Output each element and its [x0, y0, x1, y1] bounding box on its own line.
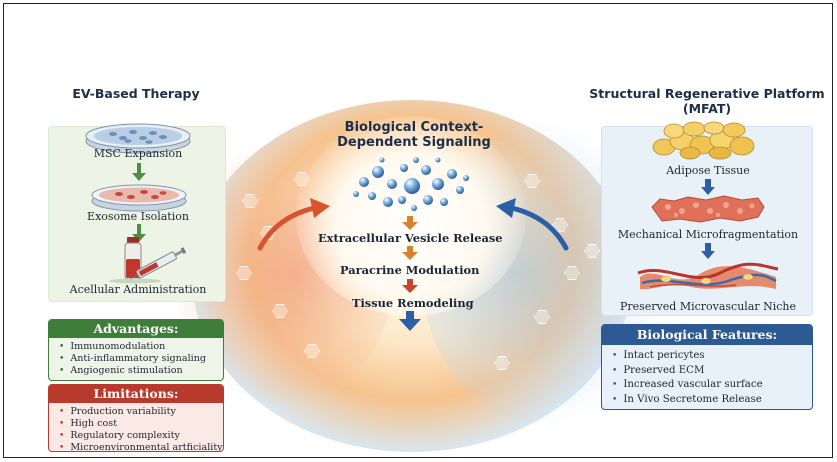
limitation-item: High cost [59, 418, 223, 430]
mfat-title-line2: (MFAT) [682, 101, 732, 116]
diagram-frame: EV-Based Therapy MSC Expansion [3, 3, 833, 458]
ev-workflow-panel: MSC Expansion Exosome Isolation [48, 123, 226, 302]
microvascular-niche-icon [637, 262, 779, 290]
step-acellular-administration: Acellular Administration [69, 283, 207, 296]
advantage-item: Angiogenic stimulation [59, 365, 223, 377]
hexagon-decoration [304, 344, 320, 358]
left-curved-arrow-icon [257, 198, 330, 251]
petri-dish-icon [85, 123, 191, 154]
hexagon-decoration [294, 172, 310, 186]
mfat-workflow-panel: Adipose Tissue Mechanical Microfragmenta… [601, 121, 813, 316]
down-arrow-icon [399, 311, 421, 331]
limitation-item: Regulatory complexity [59, 430, 223, 442]
advantages-box: Advantages: Immunomodulation Anti-inflam… [48, 319, 224, 381]
hexagon-decoration [272, 304, 288, 318]
feature-item: Increased vascular surface [612, 378, 812, 393]
limitation-item: Production variability [59, 406, 223, 418]
biological-features-title: Biological Features: [602, 325, 812, 345]
step-preserved-microvascular-niche: Preserved Microvascular Niche [619, 300, 797, 313]
adipose-tissue-icon [652, 121, 755, 160]
hexagon-decoration [236, 266, 252, 280]
vial-syringe-icon [109, 237, 187, 284]
feature-item: In Vivo Secretome Release [612, 393, 812, 408]
hexagon-decoration [552, 218, 568, 232]
vesicle-cluster-icon [353, 157, 469, 211]
down-arrow-icon [402, 216, 418, 230]
mfat-title-line1: Structural Regenerative Platform [589, 86, 825, 101]
step-exosome-isolation: Exosome Isolation [87, 210, 189, 223]
advantage-item: Anti-inflammatory signaling [59, 353, 223, 365]
feature-item: Intact pericytes [612, 349, 812, 364]
down-arrow-icon [701, 243, 715, 259]
step-mechanical-microfragmentation: Mechanical Microfragmentation [617, 228, 799, 241]
ev-therapy-title: EV-Based Therapy [72, 86, 200, 101]
limitation-item: Microenvironmental artficiality [59, 442, 223, 451]
step-vesicle-release: Extracellular Vesicle Release [318, 231, 503, 245]
down-arrow-icon [402, 279, 418, 293]
right-curved-arrow-icon [496, 198, 569, 251]
step-adipose-tissue: Adipose Tissue [666, 164, 750, 177]
down-arrow-icon [402, 246, 418, 260]
hexagon-decoration [494, 356, 510, 370]
limitations-box: Limitations: Production variability High… [48, 384, 224, 452]
microfragmented-tissue-icon [651, 195, 765, 223]
hexagon-decoration [242, 194, 258, 208]
hexagon-decoration [564, 266, 580, 280]
culture-dish-icon [91, 184, 187, 212]
advantages-title: Advantages: [49, 320, 223, 338]
hexagon-decoration [584, 244, 600, 258]
limitations-title: Limitations: [49, 385, 223, 403]
advantage-item: Immunomodulation [59, 341, 223, 353]
down-arrow-icon [132, 163, 146, 181]
down-arrow-icon [701, 179, 715, 195]
step-tissue-remodeling: Tissue Remodeling [352, 296, 474, 310]
center-title-line1: Biological Context- [344, 120, 484, 135]
biological-features-box: Biological Features: Intact pericytes Pr… [601, 324, 813, 410]
hexagon-decoration [534, 310, 550, 324]
hexagon-decoration [524, 174, 540, 188]
center-title-line2: Dependent Signaling [337, 135, 491, 150]
step-msc-expansion: MSC Expansion [93, 147, 183, 160]
feature-item: Preserved ECM [612, 364, 812, 379]
step-paracrine-modulation: Paracrine Modulation [340, 263, 480, 277]
